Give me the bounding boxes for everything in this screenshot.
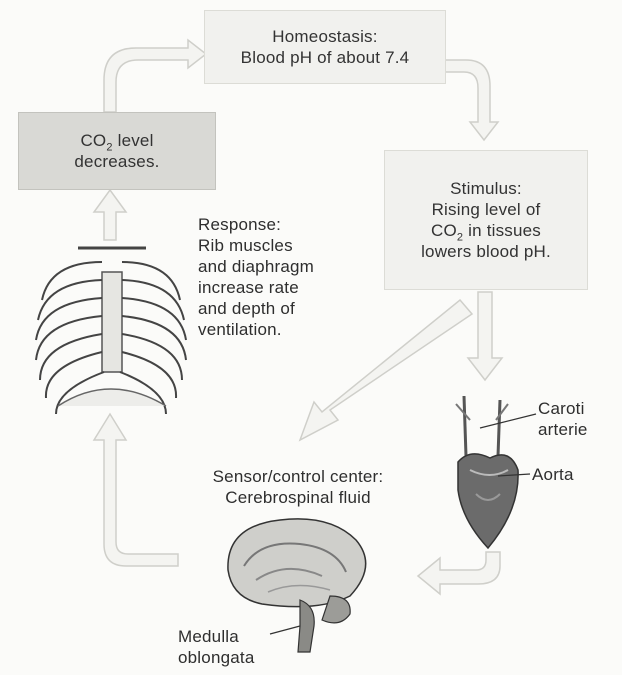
co2-level-line: CO2 level <box>80 130 153 151</box>
stimulus-line1: Rising level of <box>432 199 541 220</box>
stimulus-title: Stimulus: <box>450 178 522 199</box>
carotid-arteries-label: Caroti arterie <box>538 398 588 440</box>
co2-decreases-box: CO2 level decreases. <box>18 112 216 190</box>
aorta-label: Aorta <box>532 464 574 485</box>
response-line: Response: <box>198 214 314 235</box>
arrow-co2-to-homeostasis <box>104 40 206 112</box>
ribcage-illustration <box>36 248 186 414</box>
arrow-stimulus-to-sensor <box>300 300 472 440</box>
response-line: and depth of <box>198 298 314 319</box>
stimulus-line3: lowers blood pH. <box>421 241 551 262</box>
homeostasis-detail: Blood pH of about 7.4 <box>241 47 410 68</box>
stimulus-line2: CO2 in tissues <box>431 220 541 241</box>
arrow-heart-to-sensor <box>418 552 500 594</box>
arrow-homeostasis-to-stimulus <box>445 60 498 140</box>
response-line: Rib muscles <box>198 235 314 256</box>
homeostasis-box: Homeostasis: Blood pH of about 7.4 <box>204 10 446 84</box>
co2-decreases-line: decreases. <box>74 151 159 172</box>
arrow-sensor-to-response <box>94 414 178 566</box>
stimulus-box: Stimulus: Rising level of CO2 in tissues… <box>384 150 588 290</box>
sensor-title: Sensor/control center: <box>182 466 414 487</box>
response-line: and diaphragm <box>198 256 314 277</box>
response-line: increase rate <box>198 277 314 298</box>
medulla-oblongata-label: Medulla oblongata <box>178 626 254 668</box>
response-text: Response: Rib muscles and diaphragm incr… <box>198 214 314 340</box>
sensor-detail: Cerebrospinal fluid <box>182 487 414 508</box>
arrow-stimulus-to-heart <box>468 292 502 380</box>
homeostasis-title: Homeostasis: <box>272 26 377 47</box>
response-line: ventilation. <box>198 319 314 340</box>
heart-illustration <box>456 396 536 548</box>
arrow-response-to-co2 <box>94 190 126 240</box>
sensor-control-center-text: Sensor/control center: Cerebrospinal flu… <box>182 466 414 508</box>
